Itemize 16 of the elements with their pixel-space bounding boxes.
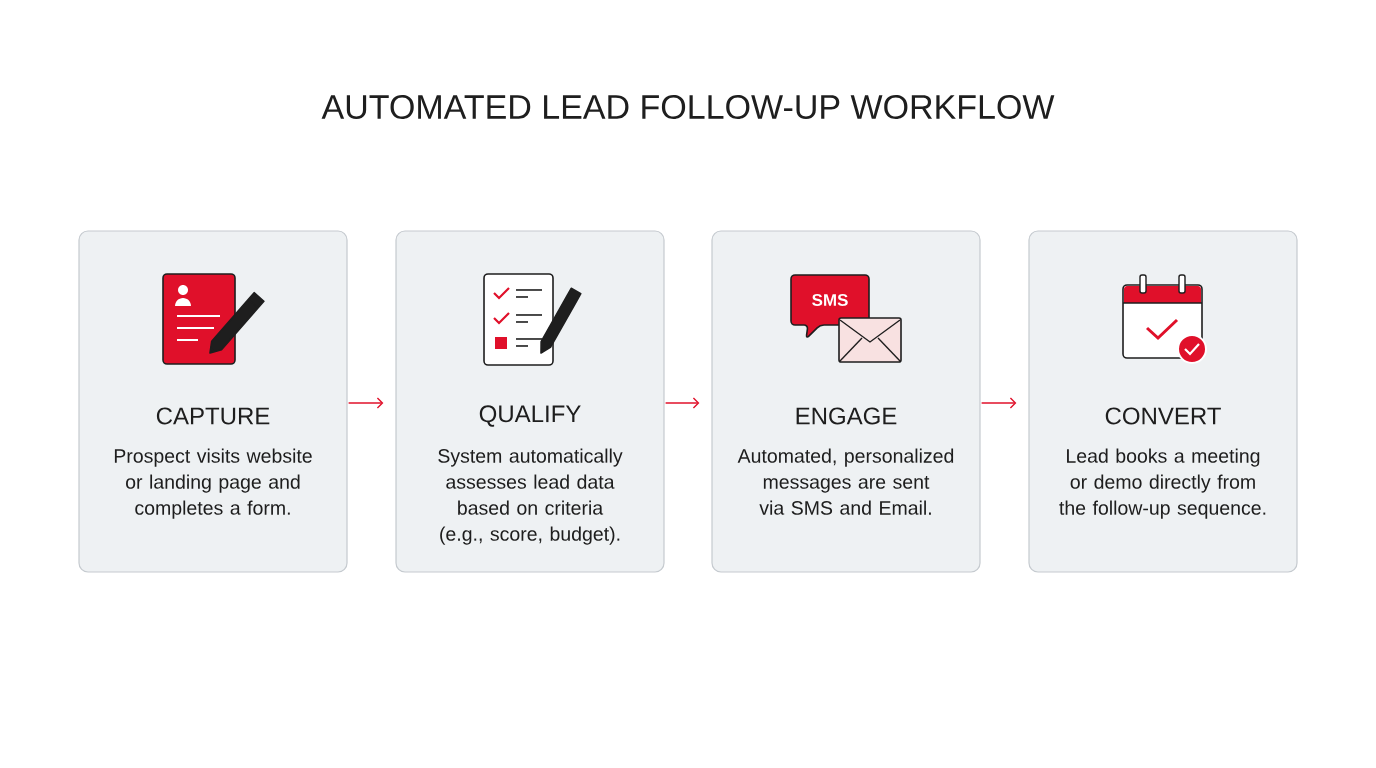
step-description: System automatically assesses lead data based on criteria (e.g., score, budget). bbox=[438, 448, 623, 545]
step-title: QUALIFY bbox=[479, 405, 581, 427]
step-title: CAPTURE bbox=[156, 407, 270, 425]
step-title: CONVERT bbox=[1105, 407, 1221, 425]
arrow bbox=[347, 397, 384, 409]
step-card bbox=[1028, 230, 1298, 573]
step-description: Automated, personalized messages are sent via SMS and Email. bbox=[737, 448, 954, 515]
step-card bbox=[711, 230, 981, 573]
step-card bbox=[395, 230, 665, 573]
arrow bbox=[664, 397, 700, 409]
step-description: Prospect visits website or landing page and completes a form. bbox=[114, 448, 312, 519]
step-card bbox=[78, 230, 348, 573]
step-description: Lead books a meeting or demo directly from the follow-up sequence. bbox=[1059, 448, 1266, 519]
title: AUTOMATED LEAD FOLLOW-UP WORKFLOW bbox=[321, 94, 1055, 119]
step-title: ENGAGE bbox=[796, 407, 897, 425]
arrow bbox=[980, 397, 1017, 409]
